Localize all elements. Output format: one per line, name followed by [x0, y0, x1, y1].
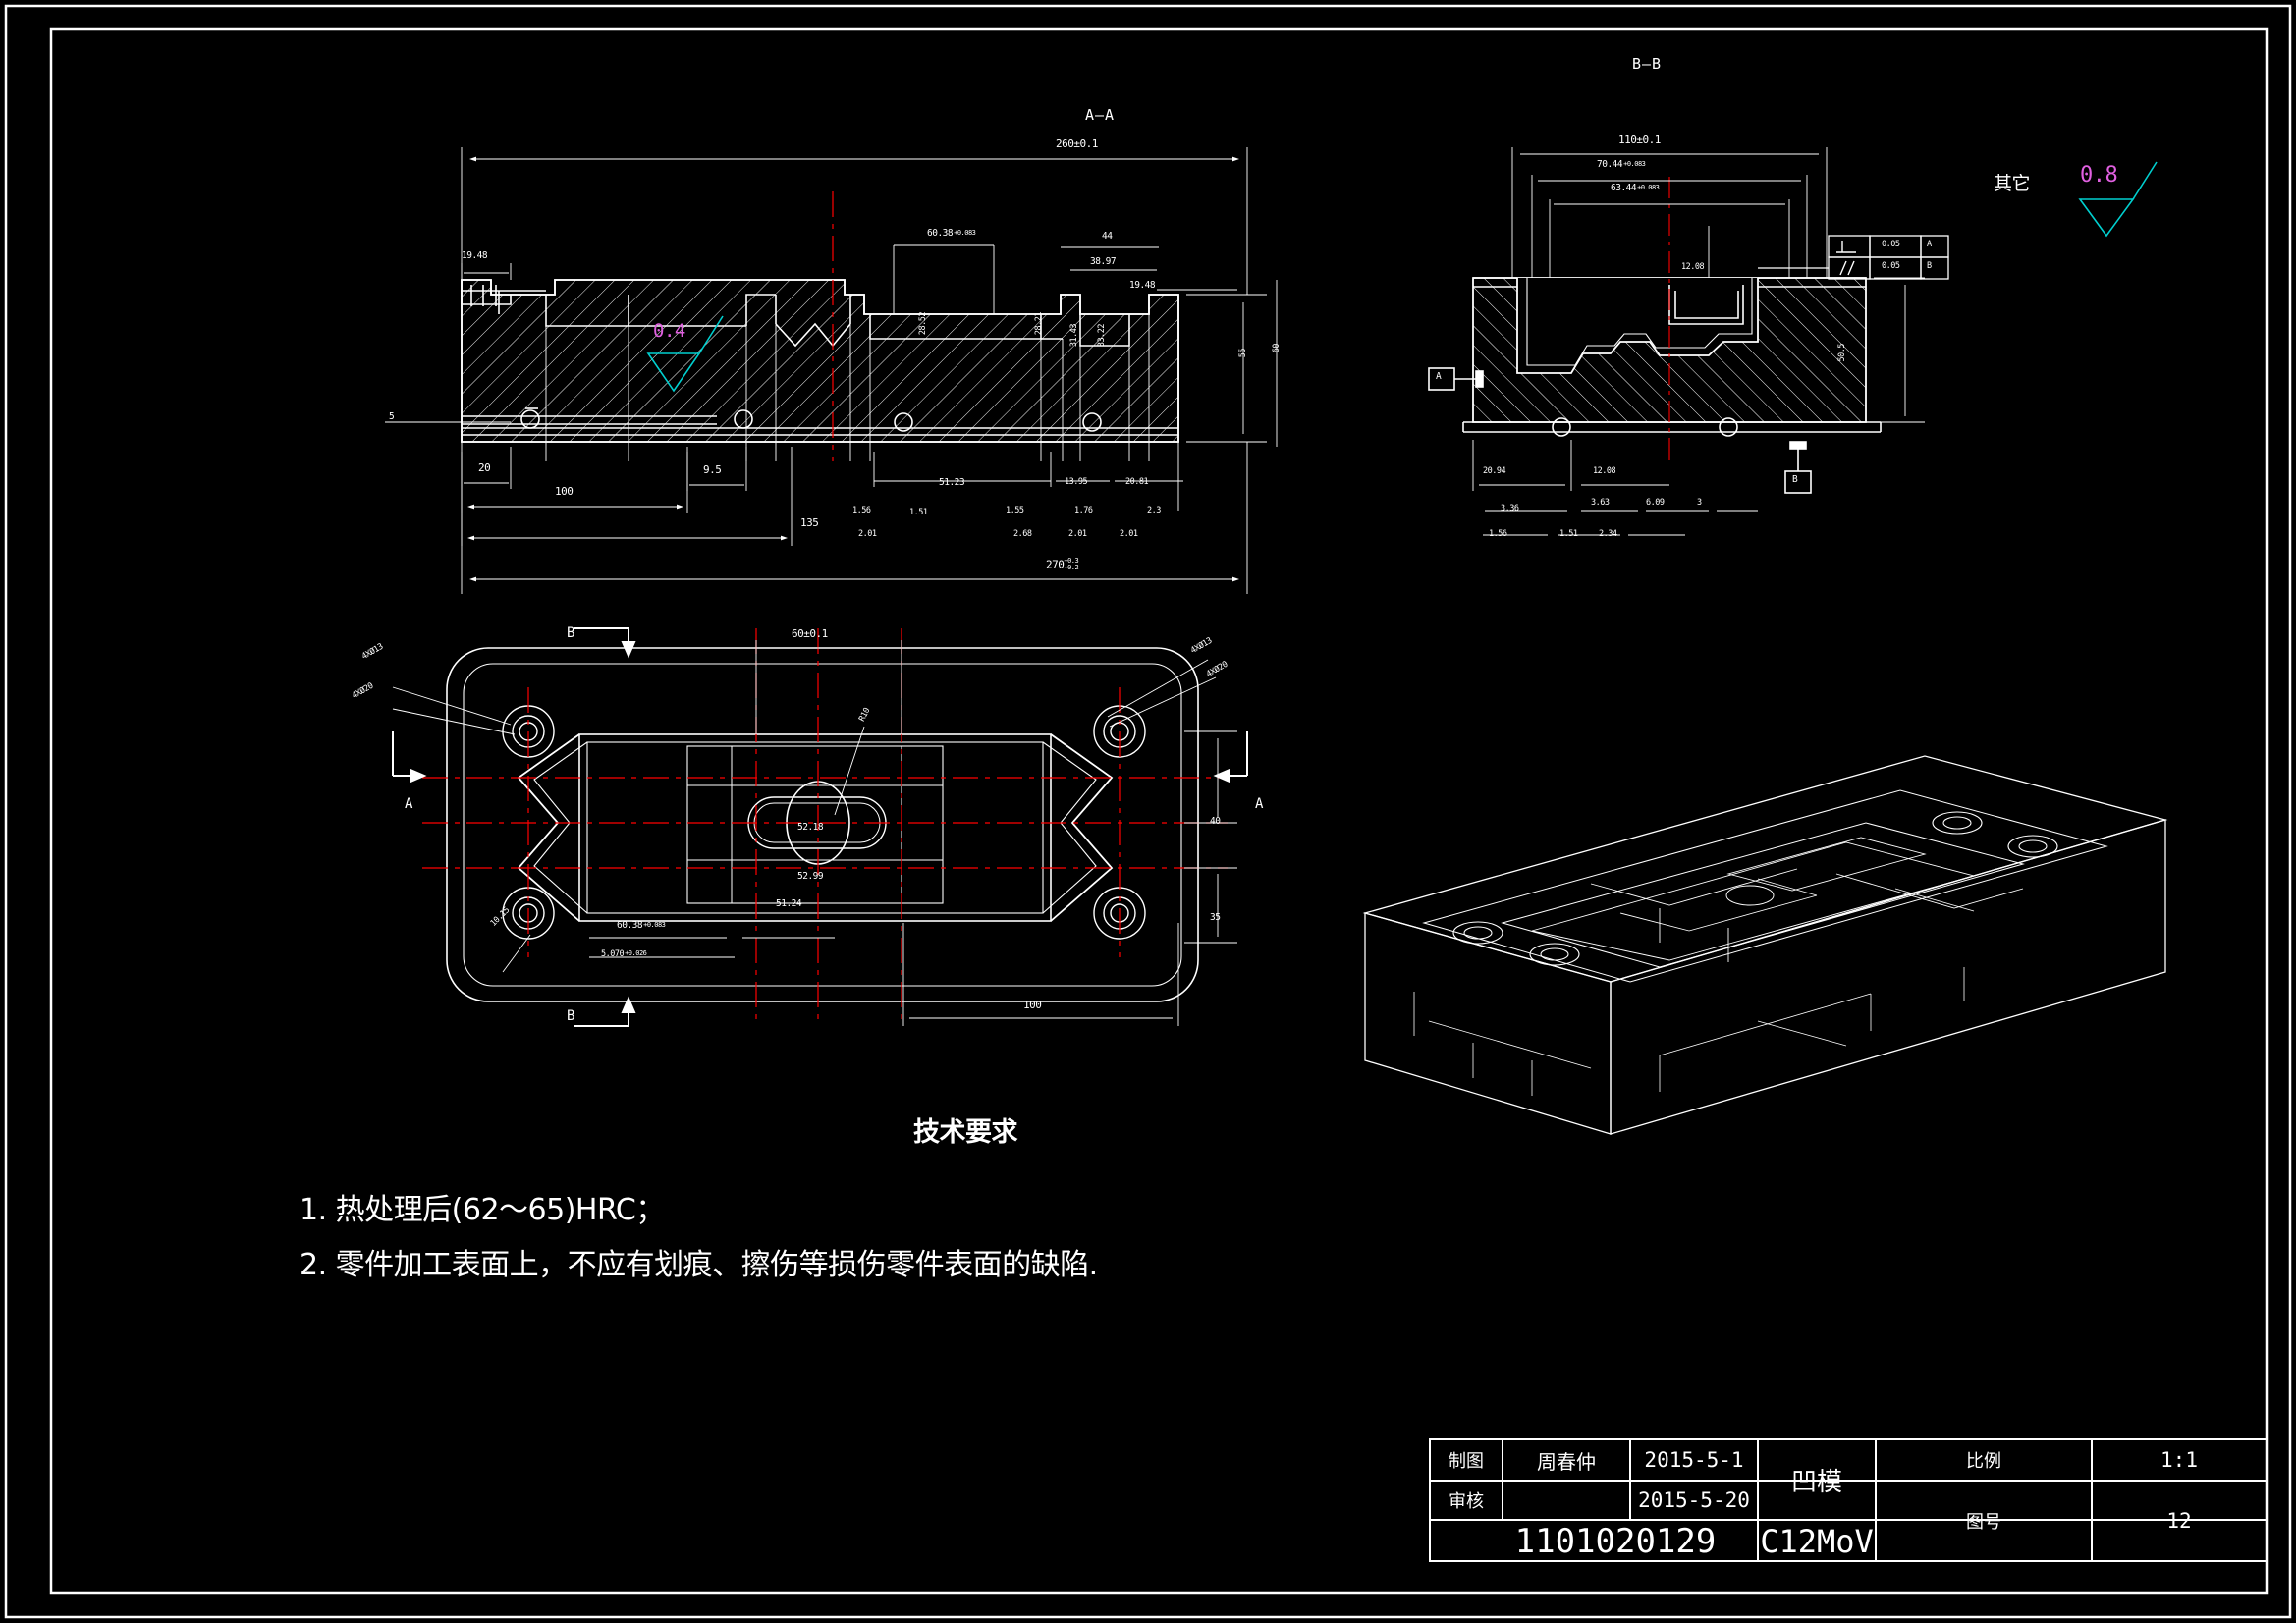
- view-section-bb: [1428, 147, 1949, 536]
- dim-aa-44: 44: [1102, 231, 1113, 242]
- tb-sheet-value: 12: [2166, 1509, 2192, 1533]
- dim-bb-7044: 70.44+0.083: [1597, 159, 1646, 170]
- dim-aa-2821: 28.21: [1034, 312, 1044, 336]
- general-roughness-label: 其它: [1994, 173, 2031, 194]
- dim-aa-5123: 51.23: [939, 477, 965, 488]
- dim-aa-23: 2.3: [1147, 506, 1161, 515]
- dim-aa-201b: 2.01: [1068, 529, 1087, 539]
- dim-bb-1208a: 12.08: [1681, 262, 1705, 272]
- dim-bb-151: 1.51: [1559, 529, 1578, 539]
- dim-aa-1948-right: 19.48: [1129, 280, 1156, 291]
- dim-tv-5070: 5.070+0.026: [601, 949, 647, 960]
- dim-bb-156: 1.56: [1489, 529, 1507, 539]
- fcf-perp-tolerance: 0.05: [1882, 240, 1900, 249]
- dim-aa-5: 5: [389, 411, 395, 422]
- dim-aa-156: 1.56: [852, 506, 871, 515]
- dim-aa-6038: 60.38+0.083: [927, 228, 976, 239]
- section-arrow-b: [574, 627, 636, 1027]
- section-mark-b-top: B: [567, 625, 574, 641]
- tb-drawing-number: 1101020129: [1514, 1522, 1717, 1561]
- tb-scale-value: 1:1: [2160, 1448, 2198, 1472]
- dim-aa-20: 20: [478, 461, 491, 474]
- dim-tv-100: 100: [1023, 999, 1042, 1011]
- dim-bb-2094: 20.94: [1483, 466, 1506, 476]
- dim-aa-201c: 2.01: [1120, 529, 1138, 539]
- feature-control-frames: [1758, 235, 1949, 280]
- dim-tv-5299: 52.99: [797, 871, 824, 882]
- fcf-par-tolerance: 0.05: [1882, 261, 1900, 271]
- view-section-aa: [385, 147, 1278, 594]
- title-block-grid: [1429, 1438, 2268, 1562]
- dim-bb-505: 50.5: [1837, 344, 1847, 362]
- dim-aa-176: 1.76: [1074, 506, 1093, 515]
- dim-bb-234: 2.34: [1599, 529, 1617, 539]
- view-isometric-3d: [1362, 755, 2168, 1135]
- tb-checker-date: 2015-5-20: [1638, 1488, 1750, 1512]
- tb-drafter-name: 周春仲: [1537, 1449, 1596, 1474]
- dim-aa-2081: 20.81: [1125, 477, 1149, 487]
- section-label-bb: B—B: [1632, 55, 1663, 73]
- dim-aa-151: 1.51: [909, 508, 928, 517]
- view-top-plan: [392, 627, 1248, 1027]
- tb-checker-name: [1503, 1481, 1630, 1520]
- tb-role-checker: 审核: [1449, 1491, 1484, 1512]
- tb-sheet-label: 图号: [1966, 1512, 2001, 1533]
- section-mark-a-left: A: [405, 796, 412, 812]
- dim-bb-6344: 63.44+0.083: [1611, 183, 1660, 193]
- dim-tv-40: 40: [1210, 816, 1221, 827]
- fcf-perp-datum: A: [1927, 240, 1932, 249]
- roughness-symbol-0p8: [2078, 161, 2158, 238]
- dim-aa-60: 60: [1272, 344, 1282, 353]
- dim-aa-268: 2.68: [1013, 529, 1032, 539]
- dim-aa-3322: 33.22: [1097, 324, 1107, 348]
- section-mark-b-bottom: B: [567, 1008, 574, 1024]
- tech-notes-title: 技术要求: [913, 1117, 1018, 1148]
- dim-aa-9p5: 9.5: [703, 463, 722, 476]
- dim-aa-1395: 13.95: [1065, 477, 1088, 487]
- tb-drafter-date: 2015-5-1: [1644, 1448, 1744, 1472]
- roughness-symbol-0p4: [646, 315, 724, 393]
- dim-bb-363: 3.63: [1591, 498, 1610, 508]
- dim-tv-60: 60±0.1: [792, 627, 828, 640]
- dim-aa-135: 135: [800, 516, 819, 529]
- dim-aa-260: 260±0.1: [1056, 137, 1098, 150]
- dim-aa-100: 100: [555, 485, 574, 498]
- dim-tv-6038: 60.38+0.083: [617, 920, 666, 931]
- dim-aa-270: 270+0.3-0.2: [1046, 557, 1079, 572]
- tech-note-item-2: 2. 零件加工表面上，不应有划痕、擦伤等损伤零件表面的缺陷.: [300, 1248, 1098, 1282]
- dim-aa-201a: 2.01: [858, 529, 877, 539]
- dim-bb-609: 6.09: [1646, 498, 1665, 508]
- roughness-value-0p4: 0.4: [653, 320, 685, 342]
- tb-part-name: 凹模: [1790, 1467, 1842, 1497]
- dim-bb-3: 3: [1697, 498, 1702, 508]
- dim-bb-110: 110±0.1: [1618, 134, 1661, 146]
- dim-aa-55: 55: [1238, 349, 1248, 358]
- dim-tv-5124: 51.24: [776, 898, 802, 909]
- dim-bb-336: 3.36: [1501, 504, 1519, 514]
- datum-label-a: A: [1436, 371, 1442, 382]
- tb-scale-label: 比例: [1966, 1451, 2001, 1472]
- section-label-aa: A—A: [1085, 106, 1116, 124]
- section-mark-a-right: A: [1255, 796, 1263, 812]
- dim-aa-3143: 31.43: [1069, 324, 1079, 348]
- section-arrow-a: [392, 731, 1248, 784]
- dim-tv-35: 35: [1210, 912, 1221, 923]
- dim-aa-2852: 28.52: [918, 312, 928, 336]
- tb-material: C12MoV: [1760, 1523, 1874, 1560]
- datum-symbol-b: [1784, 441, 1812, 494]
- tech-note-item-1: 1. 热处理后(62～65)HRC；: [300, 1193, 665, 1227]
- dim-aa-1948-left: 19.48: [462, 250, 488, 261]
- datum-label-b: B: [1792, 474, 1798, 485]
- sheet-border: [4, 4, 2292, 1619]
- general-roughness-value: 0.8: [2080, 163, 2118, 188]
- dim-tv-5218: 52.18: [797, 822, 824, 833]
- fcf-par-datum: B: [1927, 261, 1932, 271]
- dim-bb-1208b: 12.08: [1593, 466, 1616, 476]
- dim-aa-155: 1.55: [1006, 506, 1024, 515]
- datum-symbol-a: [1428, 367, 1484, 391]
- tb-role-drafter: 制图: [1449, 1451, 1484, 1472]
- dim-aa-3897: 38.97: [1090, 256, 1117, 267]
